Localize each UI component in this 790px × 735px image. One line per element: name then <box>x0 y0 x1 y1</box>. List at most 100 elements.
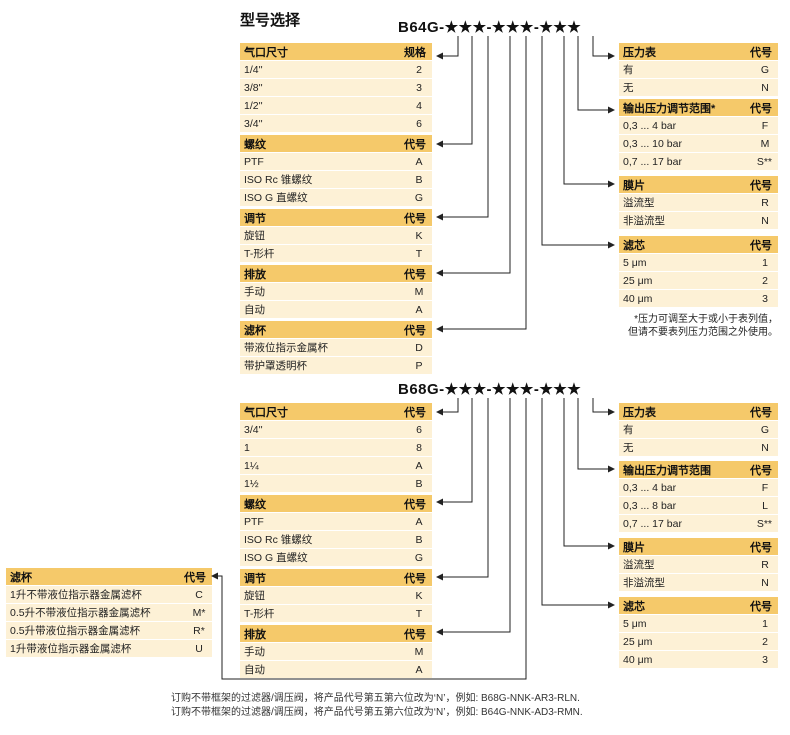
option-label: 0,3 ... 4 bar <box>623 481 677 494</box>
option-code: N <box>761 576 769 589</box>
table-header: 滤芯代号 <box>619 236 778 253</box>
option-label: 有 <box>623 64 634 76</box>
header-label: 输出压力调节范围* <box>623 102 716 115</box>
option-code: R* <box>193 624 205 637</box>
option-label: 手动 <box>244 646 265 658</box>
table-row: 3/4''6 <box>240 420 432 438</box>
header-code: 规格 <box>404 46 426 59</box>
header-label: 气口尺寸 <box>244 46 288 59</box>
header-label: 压力表 <box>623 46 656 59</box>
pressure-note: *压力可调至大于或小于表列值， 但请不要表列压力范围之外使用。 <box>580 313 778 339</box>
footer-notes: 订购不带框架的过滤器/调压阀，将产品代号第五第六位改为‘N’，例如: B68G-… <box>171 692 781 720</box>
table-header: 调节代号 <box>240 569 432 586</box>
header-code: 代号 <box>750 541 772 554</box>
option-label: 1¼ <box>244 459 259 472</box>
option-code: T <box>415 247 423 260</box>
option-code: N <box>761 441 769 454</box>
header-label: 气口尺寸 <box>244 406 288 419</box>
header-code: 代号 <box>750 464 772 477</box>
option-label: 3/4'' <box>244 423 263 436</box>
option-code: R <box>761 196 769 209</box>
option-label: ISO Rc 锥螺纹 <box>244 174 313 186</box>
option-code: N <box>761 214 769 227</box>
option-code: A <box>415 663 423 676</box>
option-label: T-形杆 <box>244 248 275 260</box>
option-code: F <box>761 119 769 132</box>
table-header: 压力表代号 <box>619 43 778 60</box>
header-label: 调节 <box>244 572 266 585</box>
option-label: ISO G 直螺纹 <box>244 552 308 564</box>
option-label: 自动 <box>244 304 265 316</box>
header-label: 膜片 <box>623 541 645 554</box>
option-code: 2 <box>762 274 768 287</box>
option-code: 6 <box>416 117 422 130</box>
header-label: 滤杯 <box>10 571 32 584</box>
table-header: 调节代号 <box>240 209 432 226</box>
option-label: 有 <box>623 424 634 436</box>
option-code: M <box>760 137 770 150</box>
header-code: 代号 <box>404 324 426 337</box>
option-code: 2 <box>762 635 768 648</box>
option-label: ISO Rc 锥螺纹 <box>244 534 313 546</box>
option-code: 1 <box>762 617 768 630</box>
option-label: 0,3 ... 8 bar <box>623 499 677 512</box>
header-code: 代号 <box>750 600 772 613</box>
option-code: 3 <box>762 292 768 305</box>
option-label: ISO G 直螺纹 <box>244 192 308 204</box>
header-code: 代号 <box>750 406 772 419</box>
table-header: 压力表代号 <box>619 403 778 420</box>
option-label: 1升带液位指示器金属滤杯 <box>10 643 132 655</box>
option-label: 0,7 ... 17 bar <box>623 517 682 530</box>
option-label: 0,7 ... 17 bar <box>623 155 682 168</box>
option-code: A <box>415 155 423 168</box>
option-code: 8 <box>416 441 422 454</box>
option-label: 0,3 ... 10 bar <box>623 137 682 150</box>
option-code: B <box>415 477 423 490</box>
option-code: 2 <box>416 63 422 76</box>
header-code: 代号 <box>750 179 772 192</box>
header-label: 调节 <box>244 212 266 225</box>
table-row: 1/4'' 2 <box>240 60 432 78</box>
table-row: 1/2''4 <box>240 96 432 114</box>
header-label: 排放 <box>244 628 266 641</box>
table-header: 排放代号 <box>240 625 432 642</box>
option-label: 1/4'' <box>244 63 263 76</box>
option-code: L <box>762 499 768 512</box>
option-code: S** <box>756 155 772 168</box>
option-code: R <box>761 558 769 571</box>
model-code-b68: B68G-★★★-★★★-★★★ <box>398 381 582 398</box>
option-label: 非溢流型 <box>623 577 665 589</box>
table-row: 0,3 ... 8 bar L <box>619 496 778 514</box>
option-code: D <box>415 341 423 354</box>
option-label: PTF <box>244 155 264 168</box>
option-code: 1 <box>762 256 768 269</box>
table-row: 0,7 ... 17 bar S** <box>619 514 778 532</box>
option-code: K <box>415 229 423 242</box>
model-code-b64: B64G-★★★-★★★-★★★ <box>398 19 582 36</box>
option-code: S** <box>756 517 772 530</box>
